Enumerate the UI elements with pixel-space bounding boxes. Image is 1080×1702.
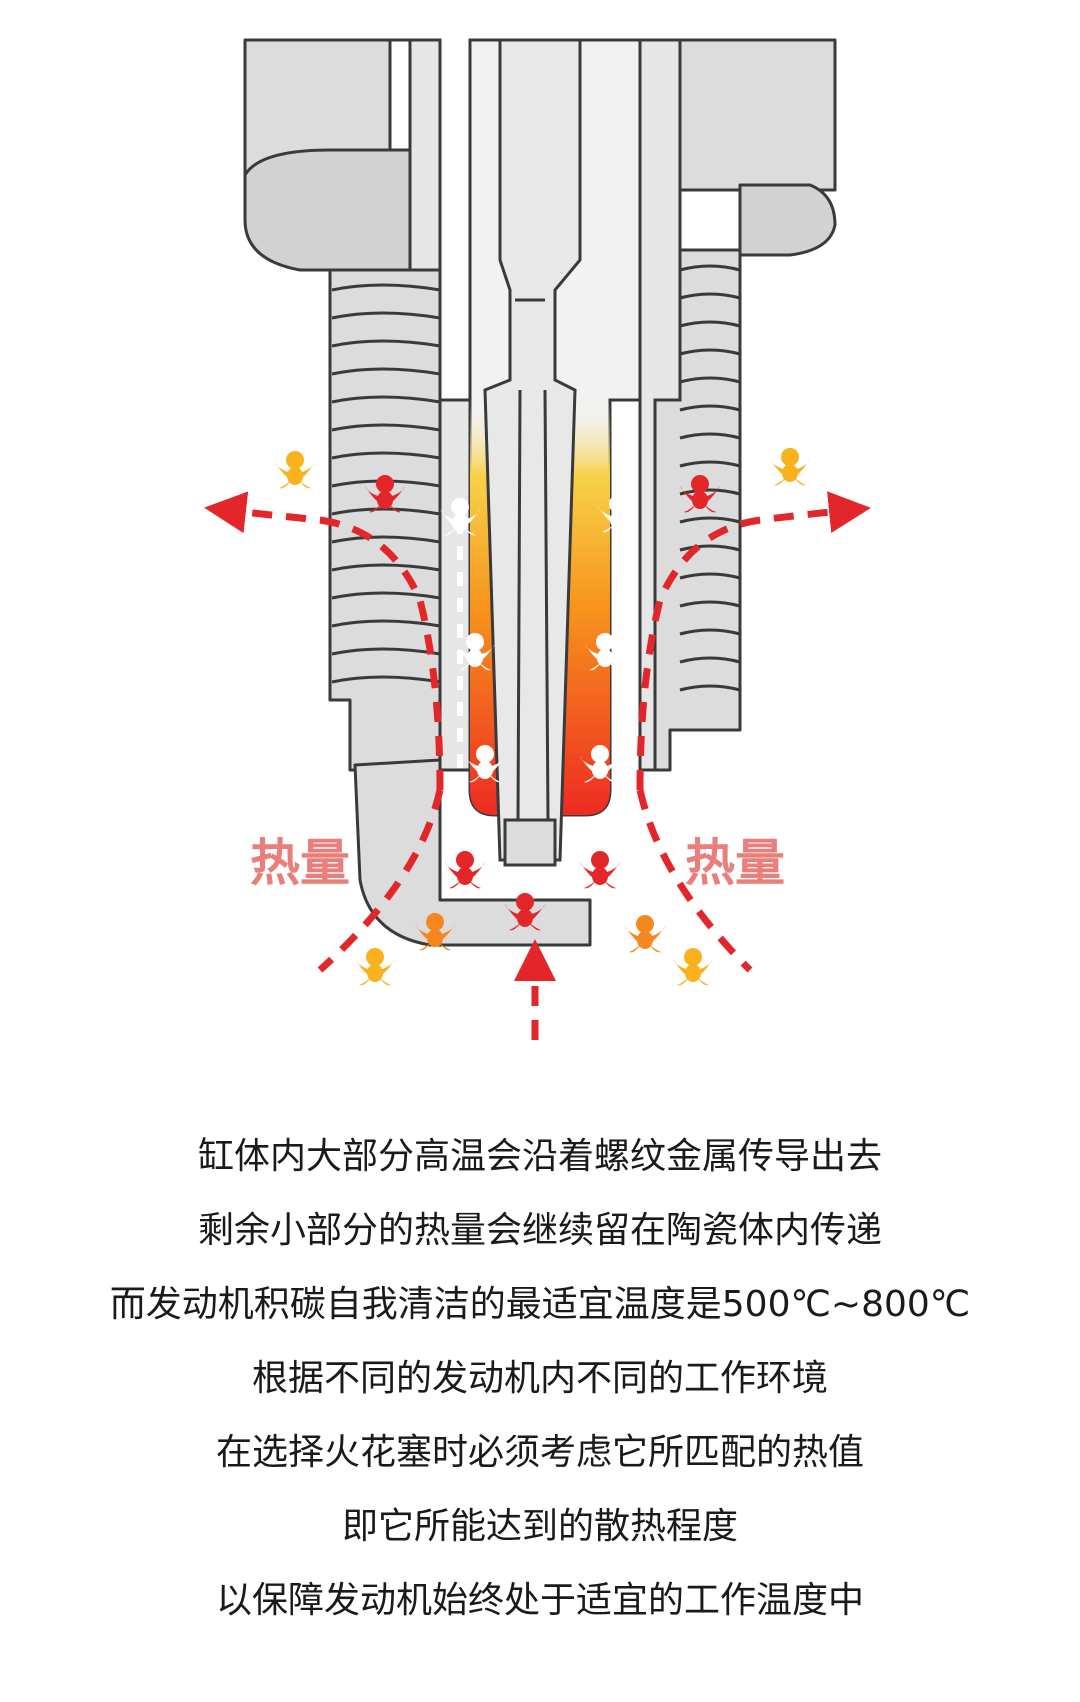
heat-flow-arrows	[204, 491, 871, 1040]
thread-ridges	[331, 264, 741, 692]
caption-line: 缸体内大部分高温会沿着螺纹金属传导出去	[197, 1136, 882, 1177]
caption-line: 根据不同的发动机内不同的工作环境	[251, 1358, 828, 1399]
hex-nut-right	[678, 38, 837, 192]
gasket-ring-right	[738, 183, 837, 257]
gasket-ring	[243, 148, 412, 272]
arrow-right-lower	[636, 789, 753, 973]
particle-yellow	[770, 448, 810, 486]
particle-yellow	[673, 948, 713, 986]
particle-red	[445, 851, 485, 889]
caption-block: 缸体内大部分高温会沿着螺纹金属传导出去 剩余小部分的热量会继续留在陶瓷体内传递 …	[0, 1120, 1080, 1638]
heat-label-left: 热量	[250, 834, 350, 892]
caption-line: 即它所能达到的散热程度	[341, 1506, 738, 1547]
arrow-left-lower	[317, 789, 444, 973]
ground-electrode	[353, 758, 592, 947]
caption-line: 以保障发动机始终处于适宜的工作温度中	[215, 1580, 864, 1621]
caption-line: 而发动机积碳自我清洁的最适宜温度是500℃~800℃	[109, 1284, 971, 1325]
white-dash-guides	[457, 520, 623, 790]
heat-label-right: 热量	[685, 834, 785, 892]
caption-line: 在选择火花塞时必须考虑它所匹配的热值	[215, 1432, 864, 1473]
particle-red	[580, 851, 620, 889]
caption-line: 剩余小部分的热量会继续留在陶瓷体内传递	[197, 1210, 882, 1251]
particle-yellow	[275, 451, 315, 489]
arrow-left-upper	[204, 491, 444, 791]
spark-plug-heat-diagram: 热量 热量	[204, 38, 871, 1040]
particle-yellow	[355, 948, 395, 986]
particle-orange	[625, 915, 665, 953]
inner-shell	[390, 38, 682, 772]
arrow-right-upper	[636, 491, 871, 791]
center-electrode	[483, 38, 582, 867]
